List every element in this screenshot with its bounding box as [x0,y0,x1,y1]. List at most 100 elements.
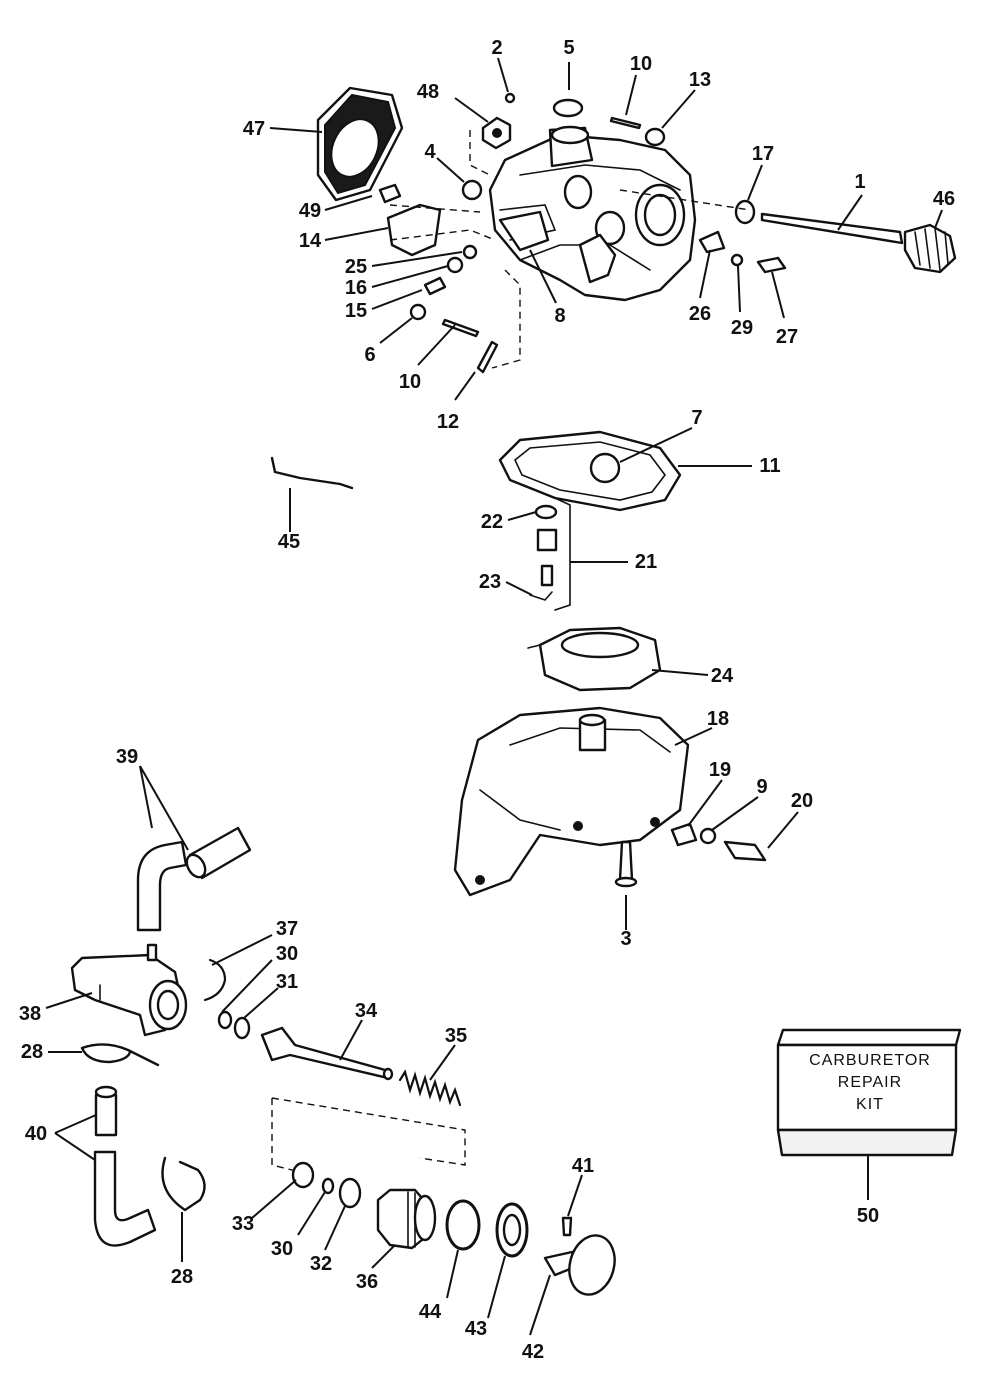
float-hinge-pin-lower [441,318,480,338]
callout-13: 13 [689,69,711,91]
callout-12: 12 [437,411,459,433]
bowl-gasket [498,430,682,512]
callout-18: 18 [707,708,729,730]
detent-ball [461,179,483,201]
nut-25 [462,244,478,260]
callout-1: 1 [854,171,865,193]
needle-clip [529,591,553,601]
drain-screw [723,840,767,862]
set-screw [561,1216,573,1237]
clip-6 [409,303,427,321]
callout-3: 3 [620,928,631,950]
screw-27 [756,256,787,274]
spring-clip [203,958,227,1002]
seat-washer [534,504,558,520]
primer-housing [376,1188,437,1250]
callout-6: 6 [364,344,375,366]
primer-hose-short [94,1085,118,1137]
callout-32: 32 [310,1253,332,1275]
callout-49: 49 [299,200,321,222]
callout-38: 38 [19,1003,41,1025]
callout-47: 47 [243,118,265,140]
callout-11: 11 [759,455,780,477]
high-speed-needle [760,212,904,245]
callout-40: 40 [25,1123,47,1145]
panel-nut [495,1202,529,1258]
callout-22: 22 [481,511,503,533]
leader-lines [45,57,943,1336]
gasket-9 [699,827,717,845]
plunger-spring [398,1069,462,1107]
primer-plunger [260,1026,394,1081]
welch-plug [552,98,584,118]
kit-label-line-3: KIT [856,1096,884,1113]
callout-27: 27 [776,326,798,348]
bushing [734,199,756,225]
callout-20: 20 [791,790,813,812]
o-ring-30-upper [217,1010,233,1030]
hose-clamp-lower [161,1156,206,1212]
callout-14: 14 [299,230,322,252]
callout-29: 29 [731,317,753,339]
callout-31: 31 [276,971,298,993]
callout-labels: 2 5 10 13 48 47 4 17 1 46 49 14 25 16 15… [19,37,955,1363]
callout-9: 9 [756,776,767,798]
inlet-needle [476,340,499,374]
hose-clamp-upper [80,1043,160,1067]
callout-48: 48 [417,81,439,103]
o-ring-32 [338,1177,362,1209]
screw [378,183,402,204]
washer-16 [446,256,464,274]
callout-21: 21 [635,551,657,573]
screw-15 [423,276,447,296]
retaining-clip [698,230,726,254]
callout-4: 4 [424,141,436,163]
callout-10-lower: 10 [399,371,421,393]
kit-label-line-1: CARBURETOR [809,1052,931,1069]
washer-33 [291,1161,315,1189]
washer-29 [730,253,744,267]
callout-43: 43 [465,1318,487,1340]
callout-34: 34 [355,1000,378,1022]
callout-28-upper: 28 [21,1041,43,1063]
callout-39: 39 [116,746,138,768]
hex-nut [481,116,512,150]
link-rod [270,456,354,490]
callout-37: 37 [276,918,298,940]
callout-36: 36 [356,1271,378,1293]
check-ball [504,92,516,104]
primer-hose-bend [93,1150,157,1247]
callout-25: 25 [345,256,367,278]
callout-2: 2 [491,37,502,59]
throttle-shaft-linkage [498,210,550,252]
washer [644,127,666,147]
float [527,626,662,692]
float-hinge-pin-top [609,116,642,130]
primer-hose-elbow [136,840,188,932]
callout-23: 23 [479,571,501,593]
callout-30-upper: 30 [276,943,298,965]
repair-kit-box: CARBURETOR REPAIR KIT [776,1028,962,1157]
primer-hose-upper [185,826,252,880]
primer-valve-body [70,943,188,1037]
callout-16: 16 [345,277,367,299]
callout-19: 19 [709,759,731,781]
callout-50: 50 [857,1205,879,1227]
callout-26: 26 [689,303,711,325]
callout-28-lower: 28 [171,1266,193,1288]
float-valve-seat-gasket [589,452,621,484]
needle-knob [903,223,957,274]
callout-41: 41 [572,1155,594,1177]
callout-42: 42 [522,1341,544,1363]
o-ring-30-lower [321,1177,335,1195]
callout-8: 8 [554,305,565,327]
retaining-ring [445,1199,481,1251]
callout-10-top: 10 [630,53,652,75]
throttle-lever-bracket [386,203,442,257]
callout-24: 24 [711,665,734,687]
flange-gasket [316,86,404,202]
callout-30-lower: 30 [271,1238,293,1260]
callout-35: 35 [445,1025,467,1047]
callout-45: 45 [278,531,300,553]
